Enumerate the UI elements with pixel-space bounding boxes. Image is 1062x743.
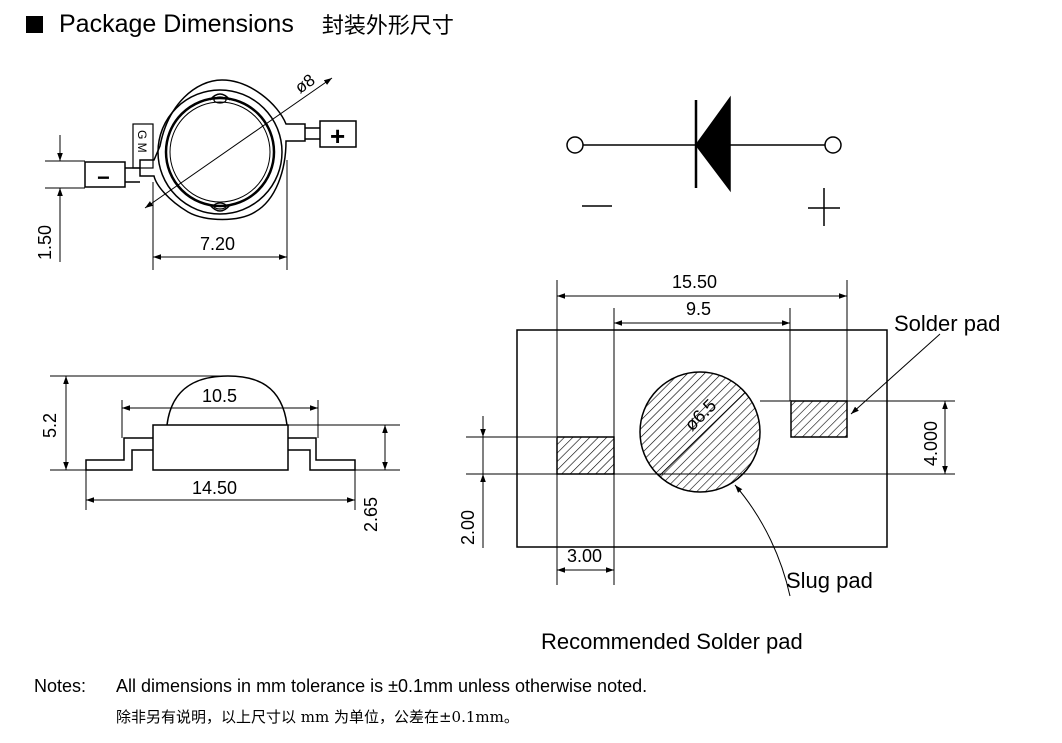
side-view-right-lead xyxy=(288,437,356,471)
dim-height-2-65: 2.65 xyxy=(361,497,381,532)
side-view xyxy=(50,375,400,510)
dim-diameter-8: ø8 xyxy=(291,70,318,97)
title-text: Package Dimensions xyxy=(59,9,294,38)
top-view-lens-ring xyxy=(164,96,276,208)
dim-width-7-20: 7.20 xyxy=(200,234,235,254)
solder-pad-left xyxy=(556,436,615,475)
dim-length-14-50: 14.50 xyxy=(192,478,237,498)
side-view-left-lead xyxy=(85,437,153,471)
diode-triangle xyxy=(695,95,731,193)
dim-pad-height-4-000: 4.000 xyxy=(921,421,941,466)
side-view-body xyxy=(152,424,289,471)
top-view-body xyxy=(139,79,306,221)
notes: Notes: All dimensions in mm tolerance is … xyxy=(34,676,647,697)
label-slug-pad: Slug pad xyxy=(786,568,873,593)
solder-pad-right xyxy=(790,400,848,438)
top-view-plus-label: + xyxy=(330,121,345,151)
dim-pad-outer-15-50: 15.50 xyxy=(672,272,717,292)
terminal-right xyxy=(824,136,842,154)
label-solder-pad: Solder pad xyxy=(894,311,1000,336)
top-view-marking: G M xyxy=(135,130,149,153)
dim-pad-offset-2-00: 2.00 xyxy=(458,510,478,545)
solder-pad-layout xyxy=(466,280,955,597)
title-text-cn: 封装外形尺寸 xyxy=(321,14,454,39)
dim-lens-10-5: 10.5 xyxy=(202,386,237,406)
page-title: Package Dimensions 封装外形尺寸 xyxy=(26,6,454,42)
bullet-square-icon xyxy=(26,15,43,33)
dim-pad-inner-9-5: 9.5 xyxy=(686,299,711,319)
slug-pad xyxy=(639,371,761,493)
notes-label: Notes: xyxy=(34,676,87,696)
top-view xyxy=(45,77,357,270)
caption-recommended-solder-pad: Recommended Solder pad xyxy=(541,629,803,654)
pcb-outline xyxy=(516,329,888,548)
diode-symbol xyxy=(566,95,842,226)
notes-text: All dimensions in mm tolerance is ±0.1mm… xyxy=(116,676,648,696)
dim-height-1-50: 1.50 xyxy=(35,225,55,260)
top-view-outer-ring xyxy=(157,89,283,215)
notes-text-cn: 除非另有说明，以上尺寸以 mm 为单位，公差在±0.1mm。 xyxy=(116,708,519,726)
top-view-minus-label: − xyxy=(97,165,110,190)
dim-pad-width-3-00: 3.00 xyxy=(567,546,602,566)
dim-height-5-2: 5.2 xyxy=(40,413,60,438)
top-view-minus-lead xyxy=(84,161,126,188)
terminal-left xyxy=(566,136,584,154)
